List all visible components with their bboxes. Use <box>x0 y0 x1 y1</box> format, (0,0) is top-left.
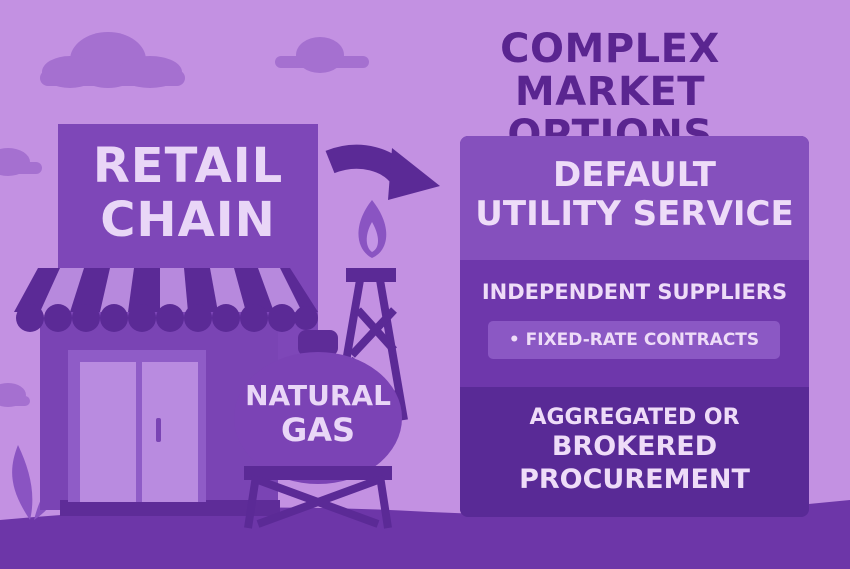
cloud-icon <box>0 148 42 176</box>
option-aggregated: AGGREGATED OR BROKERED PROCUREMENT <box>460 387 809 517</box>
option-aggregated-line2: BROKERED <box>551 431 718 463</box>
store-title: RETAIL CHAIN <box>60 138 316 248</box>
option-aggregated-line3: PROCUREMENT <box>519 463 750 495</box>
cloud-icon <box>40 32 185 88</box>
arrow-right-icon <box>325 144 440 200</box>
awning <box>14 268 318 332</box>
flame-icon <box>358 200 387 258</box>
option-default-utility-label: DEFAULT UTILITY SERVICE <box>460 155 809 235</box>
option-default-line2: UTILITY SERVICE <box>475 194 794 235</box>
cloud-icon <box>0 383 30 407</box>
store-title-line1: RETAIL <box>92 138 284 194</box>
store-door <box>68 350 206 502</box>
fixed-rate-bullet: • FIXED-RATE CONTRACTS <box>488 321 780 359</box>
option-default-utility: DEFAULT UTILITY SERVICE <box>460 136 809 260</box>
ground <box>0 500 850 569</box>
gas-label-line2: GAS <box>280 411 356 450</box>
option-default-line1: DEFAULT <box>553 155 716 195</box>
gas-label-line1: NATURAL <box>245 379 391 412</box>
gas-tank-icon <box>234 330 402 529</box>
option-aggregated-label: AGGREGATED OR BROKERED PROCUREMENT <box>460 405 809 496</box>
option-aggregated-line1: AGGREGATED OR <box>529 405 740 430</box>
option-independent-title: INDEPENDENT SUPPLIERS <box>481 280 788 304</box>
store-title-line2: CHAIN <box>100 191 276 248</box>
gas-tank-label: NATURAL GAS <box>242 379 394 450</box>
options-panel: DEFAULT UTILITY SERVICE INDEPENDENT SUPP… <box>460 136 809 517</box>
headline-line1: COMPLEX MARKET <box>500 26 720 116</box>
option-independent-suppliers: INDEPENDENT SUPPLIERS • FIXED-RATE CONTR… <box>460 260 809 387</box>
cloud-icon <box>275 37 369 73</box>
